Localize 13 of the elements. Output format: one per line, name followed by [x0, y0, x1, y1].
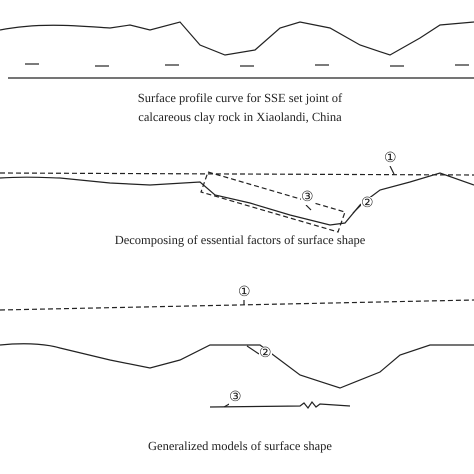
roughness-curve: [210, 400, 350, 410]
dashed-trend-line: [0, 299, 474, 311]
callout-number: ①: [384, 152, 397, 166]
profile-curve: [0, 343, 474, 389]
caption: Surface profile curve for SSE set joint of calcareous clay rock in Xiaolandi, China: [136, 90, 344, 126]
caption: Generalized models of surface shape: [147, 438, 333, 455]
dashed-box: [200, 171, 346, 233]
leader-line: [352, 204, 362, 214]
leader-line: [246, 346, 260, 354]
profile-curve: [0, 172, 474, 226]
caption: Decomposing of essential factors of surface shape: [114, 232, 366, 249]
callout-number: ③: [229, 391, 242, 405]
leader-line: [389, 166, 395, 174]
